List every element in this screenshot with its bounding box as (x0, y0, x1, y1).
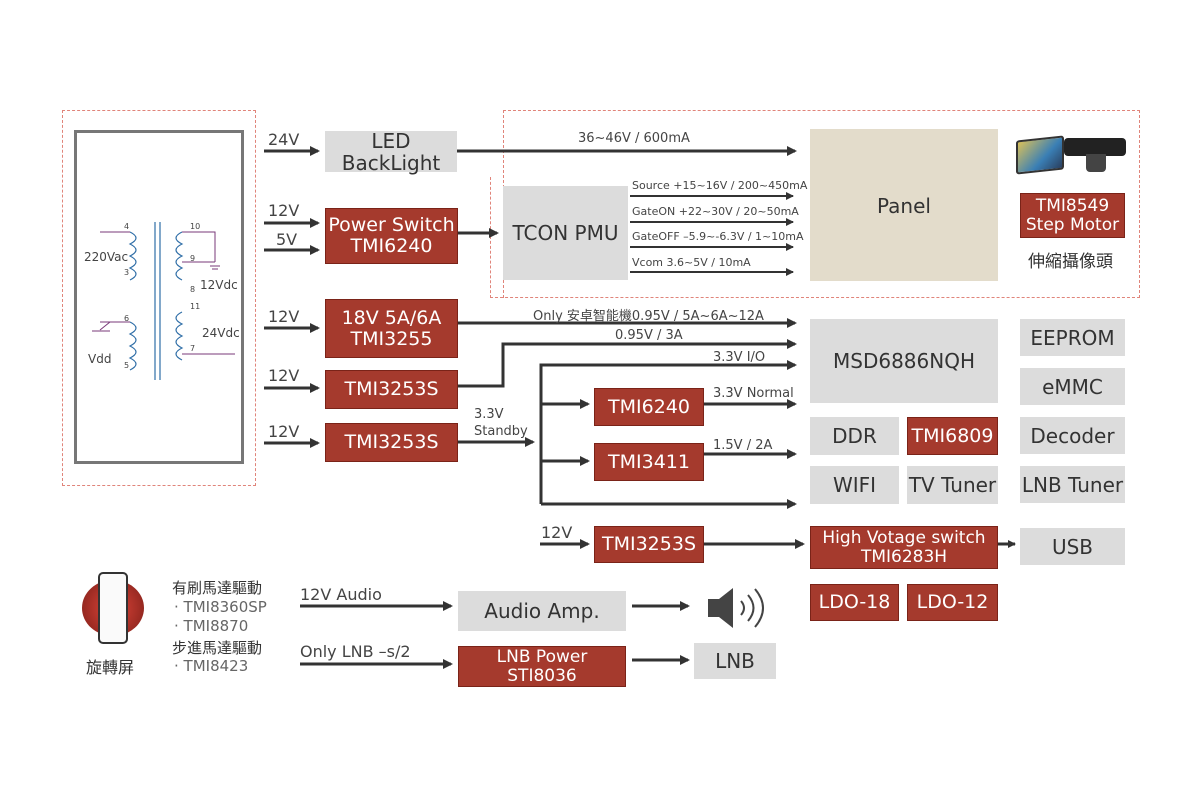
tmi3255-title: 18V 5A/6A (341, 306, 442, 329)
pin-9: 9 (190, 254, 196, 263)
ldo-12-block: LDO-12 (907, 584, 998, 621)
panel-block: Panel (810, 129, 998, 281)
camera-icon (1064, 138, 1126, 156)
lnb-block: LNB (694, 643, 776, 679)
label-24vdc: 24Vdc (202, 326, 240, 340)
tmi3255-block: 18V 5A/6A TMI3255 (325, 299, 458, 358)
tmi3253s-block-1: TMI3253S (325, 370, 458, 409)
power-switch-part: TMI6240 (350, 235, 433, 257)
lnb-power-block: LNB Power STI8036 (458, 646, 626, 687)
pin-11: 11 (190, 302, 201, 311)
usb-block: USB (1020, 528, 1125, 565)
pin-6: 6 (124, 314, 130, 323)
tmi8549-sub: Step Motor (1025, 214, 1120, 235)
power-switch-block: Power Switch TMI6240 (325, 208, 458, 264)
tmi3255-part: TMI3255 (350, 327, 433, 350)
label-33v-normal: 3.3V Normal (713, 386, 794, 401)
transformer-coils (128, 222, 184, 380)
brush-item-1: · TMI8360SP (174, 598, 267, 616)
step-motor-title: 步進馬達驅動 (172, 639, 263, 657)
label-only-android: Only 安卓智能機0.95V / 5A~6A~12A (533, 309, 764, 324)
label-12v-audio: 12V Audio (300, 585, 382, 604)
label-gateoff: GateOFF –5.9~-6.3V / 1~10mA (632, 230, 804, 243)
label-33v-io: 3.3V I/O (713, 350, 766, 365)
lnb-power-title: LNB Power (496, 646, 588, 667)
audio-amp-block: Audio Amp. (458, 591, 626, 631)
label-095v: 0.95V / 3A (615, 328, 683, 343)
eeprom-block: EEPROM (1020, 319, 1125, 356)
label-12v-a: 12V (268, 201, 300, 220)
step-item-1: · TMI8423 (174, 657, 249, 675)
led-backlight-block: LED BackLight (325, 130, 457, 174)
label-backlight-out: 36~46V / 600mA (578, 131, 690, 146)
label-12v-c: 12V (268, 366, 300, 385)
rotate-label: 旋轉屏 (86, 658, 135, 677)
pin-7: 7 (190, 344, 196, 353)
pin-3: 3 (124, 268, 130, 277)
tmi3253s-block-2: TMI3253S (325, 423, 458, 462)
lnb-tuner-block: LNB Tuner (1020, 466, 1125, 503)
label-220vac: 220Vac (84, 250, 129, 264)
tmi6240-block: TMI6240 (594, 388, 704, 426)
power-supply-group (62, 110, 256, 486)
label-15v: 1.5V / 2A (713, 438, 773, 453)
label-source: Source +15~16V / 200~450mA (632, 179, 808, 192)
label-24v: 24V (268, 130, 300, 149)
label-33v: 3.3V (474, 407, 504, 422)
tv-icon (1016, 135, 1064, 175)
camera-stand-icon (1086, 154, 1106, 172)
tmi6809-block: TMI6809 (907, 417, 998, 455)
decoder-block: Decoder (1020, 417, 1125, 454)
emmc-block: eMMC (1020, 368, 1125, 405)
tmi8549-title: TMI8549 (1035, 195, 1110, 216)
power-switch-title: Power Switch (328, 214, 455, 237)
lnb-power-part: STI8036 (507, 665, 577, 686)
camera-caption: 伸縮攝像頭 (1028, 252, 1113, 272)
ldo-18-block: LDO-18 (810, 584, 899, 621)
rotating-screen-icon (82, 572, 144, 644)
label-12vdc: 12Vdc (200, 278, 238, 292)
tmi3411-block: TMI3411 (594, 443, 704, 481)
label-vcom: Vcom 3.6~5V / 10mA (632, 256, 751, 269)
label-only-lnb: Only LNB –s/2 (300, 642, 411, 661)
tcon-pmu-block: TCON PMU (503, 186, 628, 280)
tmi3253s-block-3: TMI3253S (594, 526, 704, 563)
label-12v-d: 12V (268, 422, 300, 441)
hv-switch-block: High Votage switch TMI6283H (810, 526, 998, 569)
label-12v-b: 12V (268, 307, 300, 326)
brush-item-2: · TMI8870 (174, 617, 249, 635)
hv-switch-title: High Votage switch (822, 527, 986, 548)
pin-8: 8 (190, 285, 196, 294)
ddr-block: DDR (810, 417, 899, 455)
hv-switch-part: TMI6283H (860, 546, 948, 567)
label-standby: Standby (474, 424, 528, 439)
transformer-box (74, 130, 244, 464)
msd6886nqh-block: MSD6886NQH (810, 319, 998, 403)
label-vdd: Vdd (88, 352, 112, 366)
label-gateon: GateON +22~30V / 20~50mA (632, 205, 799, 218)
wifi-block: WIFI (810, 466, 899, 504)
tv-tuner-block: TV Tuner (907, 466, 998, 504)
pin-5: 5 (124, 361, 130, 370)
pin-10: 10 (190, 222, 201, 231)
label-12v-e: 12V (541, 523, 573, 542)
label-5v: 5V (276, 230, 298, 249)
speaker-icon (708, 588, 764, 628)
brush-motor-title: 有刷馬達驅動 (172, 579, 263, 597)
pin-4: 4 (124, 222, 130, 231)
tmi8549-block: TMI8549 Step Motor (1020, 193, 1125, 238)
